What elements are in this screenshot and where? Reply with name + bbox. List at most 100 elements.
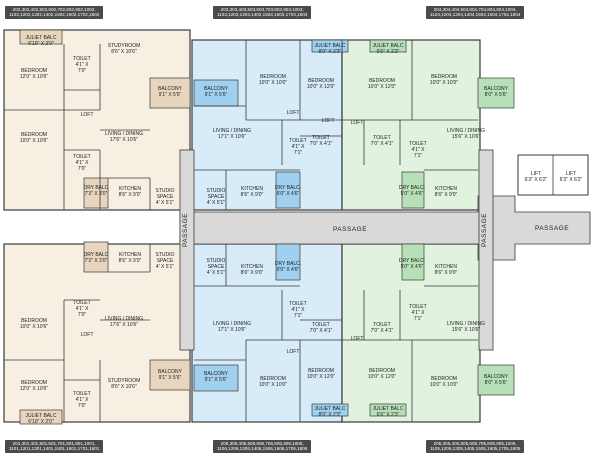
room-dimension-tr-toilet2: 4'1" X <box>411 147 425 153</box>
room-dimension-tl-toilet1-2: 7'0" <box>78 68 87 74</box>
room-dimension-tm-juliet: 8'0" X 2'3" <box>319 49 342 55</box>
room-dimension-tl-living: 17'6" X 10'6" <box>110 137 138 143</box>
room-dimension-tl-studio: SPACE <box>157 194 174 200</box>
room-dimension-tm-kitchen: 8'6" X 9'0" <box>241 192 264 198</box>
room-dimension-br-drybalc: 5'0" X 4'6" <box>401 264 424 270</box>
flat-numbers-top-right: 204,304,404,504,604,704,804,904,1004,110… <box>426 6 525 19</box>
room-label-bl-bed1: BEDROOM <box>21 318 47 324</box>
room-label-bm-juliet: JULIET BALC <box>314 406 345 412</box>
room-dimension-bm-kitchen: 8'6" X 9'0" <box>241 270 264 276</box>
flat-numbers-top-left: 202,302,402,502,602,702,802,902,1002,110… <box>5 6 104 19</box>
room-dimension-br-toilet1: 7'0" X 4'1" <box>371 328 394 334</box>
room-label-br-living: LIVING / DINING <box>447 321 485 327</box>
room-dimension-tm-studio: SPACE <box>208 194 225 200</box>
room-dimension-tl-bed1: 12'0" X 10'6" <box>20 74 48 80</box>
room-dimension-bl-living: 17'6" X 10'6" <box>110 322 138 328</box>
flat-numbers-bottom-left: 201,301,401,501,601,701,801,901,1001,110… <box>5 440 104 453</box>
room-label-tl-juliet: JULIET BALC <box>25 35 56 41</box>
room-dimension-bm-drybalc: 5'0" X 4'6" <box>277 267 300 273</box>
flat-numbers-bottom-middle: 206,306,406,506,606,706,806,906,1006,110… <box>213 440 312 453</box>
room-dimension-tl-study: 8'6" X 10'6" <box>111 49 137 55</box>
room-label-tm-drybalc: DRY BALC. <box>275 185 301 191</box>
room-label-tm-toilet1: TOILET <box>312 135 329 141</box>
room-label-passage-r: PASSAGE <box>535 225 569 232</box>
juliet-balcony-top-right <box>369 39 407 53</box>
room-label-br-bed2: BEDROOM <box>431 376 457 382</box>
room-dimension-bm-studio: SPACE <box>208 264 225 270</box>
juliet-balcony-bottom-middle <box>311 403 349 417</box>
room-label-bl-drybalc: DRY BALC <box>84 252 109 258</box>
room-label-passage-vr: PASSAGE <box>481 213 488 247</box>
room-dimension-bm-balcony: 9'1" X 5'6" <box>205 377 228 383</box>
room-label-lift1: LIFT <box>531 171 541 177</box>
room-dimension-tl-toilet2-2: 7'0" <box>78 166 87 172</box>
room-label-bm-toilet2: TOILET <box>312 322 329 328</box>
room-label-bl-studio: STUDIO <box>156 252 175 258</box>
juliet-balcony-bottom-right <box>369 403 407 417</box>
room-label-br-juliet: JULIET BALC <box>372 406 403 412</box>
room-label-br-toilet2: TOILET <box>409 304 426 310</box>
room-label-tr-toilet2: TOILET <box>409 141 426 147</box>
room-dimension-br-balcony: 8'0" X 5'6" <box>485 380 508 386</box>
room-label-tm-kitchen: KITCHEN <box>241 186 263 192</box>
room-dimension-tm-living: 17'1" X 10'6" <box>218 134 246 140</box>
room-label-bm-living: LIVING / DINING <box>213 321 251 327</box>
room-dimension-br-toilet2: 4'1" X <box>411 310 425 316</box>
room-label-tl-bed1: BEDROOM <box>21 68 47 74</box>
room-label-tm-balcony: BALCONY <box>204 86 229 92</box>
room-label-tl-kitchen: KITCHEN <box>119 186 141 192</box>
room-label-br-toilet1: TOILET <box>373 322 390 328</box>
room-dimension-bl-bed2: 12'0" X 10'6" <box>20 386 48 392</box>
juliet-balcony-top-middle <box>311 39 349 53</box>
room-dimension-bl-toilet1: 4'1" X <box>75 306 89 312</box>
room-label-tl-living: LIVING / DINING <box>105 131 143 137</box>
room-label-tl-toilet1: TOILET <box>73 56 90 62</box>
balcony-bottom-right <box>477 364 515 396</box>
room-dimension-tr-drybalc: 5'0" X 4'6" <box>401 191 424 197</box>
room-label-tr-bed2: BEDROOM <box>431 74 457 80</box>
room-dimension-bl-studio-2: 4' X 5'1" <box>156 264 174 270</box>
room-label-passage-vl: PASSAGE <box>182 213 189 247</box>
dry-balcony-top-right <box>401 171 425 209</box>
room-label-br-bed1: BEDROOM <box>369 368 395 374</box>
room-label-bl-loft: LOFT <box>81 332 94 338</box>
room-label-tm-juliet: JULIET BALC <box>314 43 345 49</box>
balcony-bottom-middle <box>193 364 239 392</box>
passage-vertical-right <box>478 149 494 351</box>
room-dimension-tl-juliet: 6'10" X 2'0" <box>28 41 54 47</box>
room-dimension-bm-toilet1: 4'1" X <box>291 307 305 313</box>
room-label-br-balcony: BALCONY <box>484 374 509 380</box>
room-label-br-loft: LOFT <box>351 336 364 342</box>
room-label-tl-bed2: BEDROOM <box>21 132 47 138</box>
room-label-tl-drybalc: DRY BALC <box>84 185 109 191</box>
dry-balcony-bottom-right <box>401 243 425 281</box>
flat-numbers-bottom-right: 205,305,405,505,605,705,805,905,1005,110… <box>426 440 525 453</box>
room-dimension-bl-drybalc: 7'3" X 3'0" <box>85 258 108 264</box>
room-label-tm-bed1: BEDROOM <box>260 74 286 80</box>
room-label-bm-kitchen: KITCHEN <box>241 264 263 270</box>
room-label-tm-living: LIVING / DINING <box>213 128 251 134</box>
room-dimension-lift1: 6'3" X 6'2" <box>525 177 548 183</box>
room-label-tr-juliet: JULIET BALC <box>372 43 403 49</box>
room-dimension-br-kitchen: 8'6" X 9'0" <box>435 270 458 276</box>
room-dimension-tm-bed2: 10'0" X 12'0" <box>307 84 335 90</box>
room-label-tr-living: LIVING / DINING <box>447 128 485 134</box>
room-dimension-tr-bed1: 10'0" X 12'0" <box>368 84 396 90</box>
balcony-top-left <box>149 77 191 109</box>
room-dimension-bl-juliet: 6'10" X 2'0" <box>28 419 54 425</box>
room-dimension-tr-living: 15'6" X 10'6" <box>452 134 480 140</box>
dry-balcony-top-left <box>83 177 109 209</box>
room-dimension-bm-living: 17'1" X 10'6" <box>218 327 246 333</box>
room-dimension-tl-drybalc: 7'3" X 3'0" <box>85 191 108 197</box>
room-dimension-lift2: 6'3" X 6'2" <box>560 177 583 183</box>
room-dimension-tm-toilet2-2: 7'1" <box>294 150 303 156</box>
room-dimension-br-juliet: 6'6" X 2'3" <box>377 412 400 418</box>
room-label-bl-living: LIVING / DINING <box>105 316 143 322</box>
room-dimension-tm-drybalc: 5'0" X 4'6" <box>277 191 300 197</box>
room-dimension-bl-bed1: 10'0" X 10'6" <box>20 324 48 330</box>
room-label-br-drybalc: DRY BALC. <box>399 258 425 264</box>
room-label-bm-drybalc: DRY BALC. <box>275 261 301 267</box>
room-label-tm-loft: LOFT <box>287 110 300 116</box>
